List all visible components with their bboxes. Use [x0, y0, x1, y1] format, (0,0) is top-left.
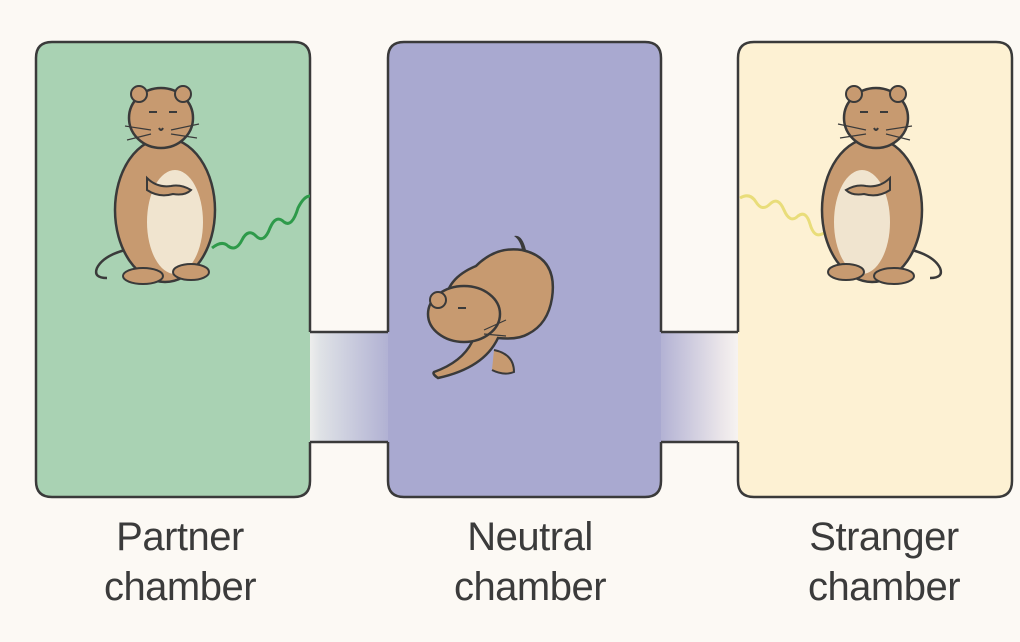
neutral-label-line1: Neutral: [410, 512, 650, 562]
neutral-label-line2: chamber: [410, 562, 650, 612]
chamber-apparatus: [0, 0, 1020, 512]
stranger-label-line1: Stranger: [764, 512, 1004, 562]
neutral-chamber-label: Neutral chamber: [410, 512, 650, 612]
partner-label-line2: chamber: [60, 562, 300, 612]
tunnel-right: [650, 332, 746, 442]
partner-label-line1: Partner: [60, 512, 300, 562]
partner-chamber-label: Partner chamber: [60, 512, 300, 612]
stranger-chamber-label: Stranger chamber: [764, 512, 1004, 612]
stranger-label-line2: chamber: [764, 562, 1004, 612]
tunnel-left: [300, 332, 400, 442]
